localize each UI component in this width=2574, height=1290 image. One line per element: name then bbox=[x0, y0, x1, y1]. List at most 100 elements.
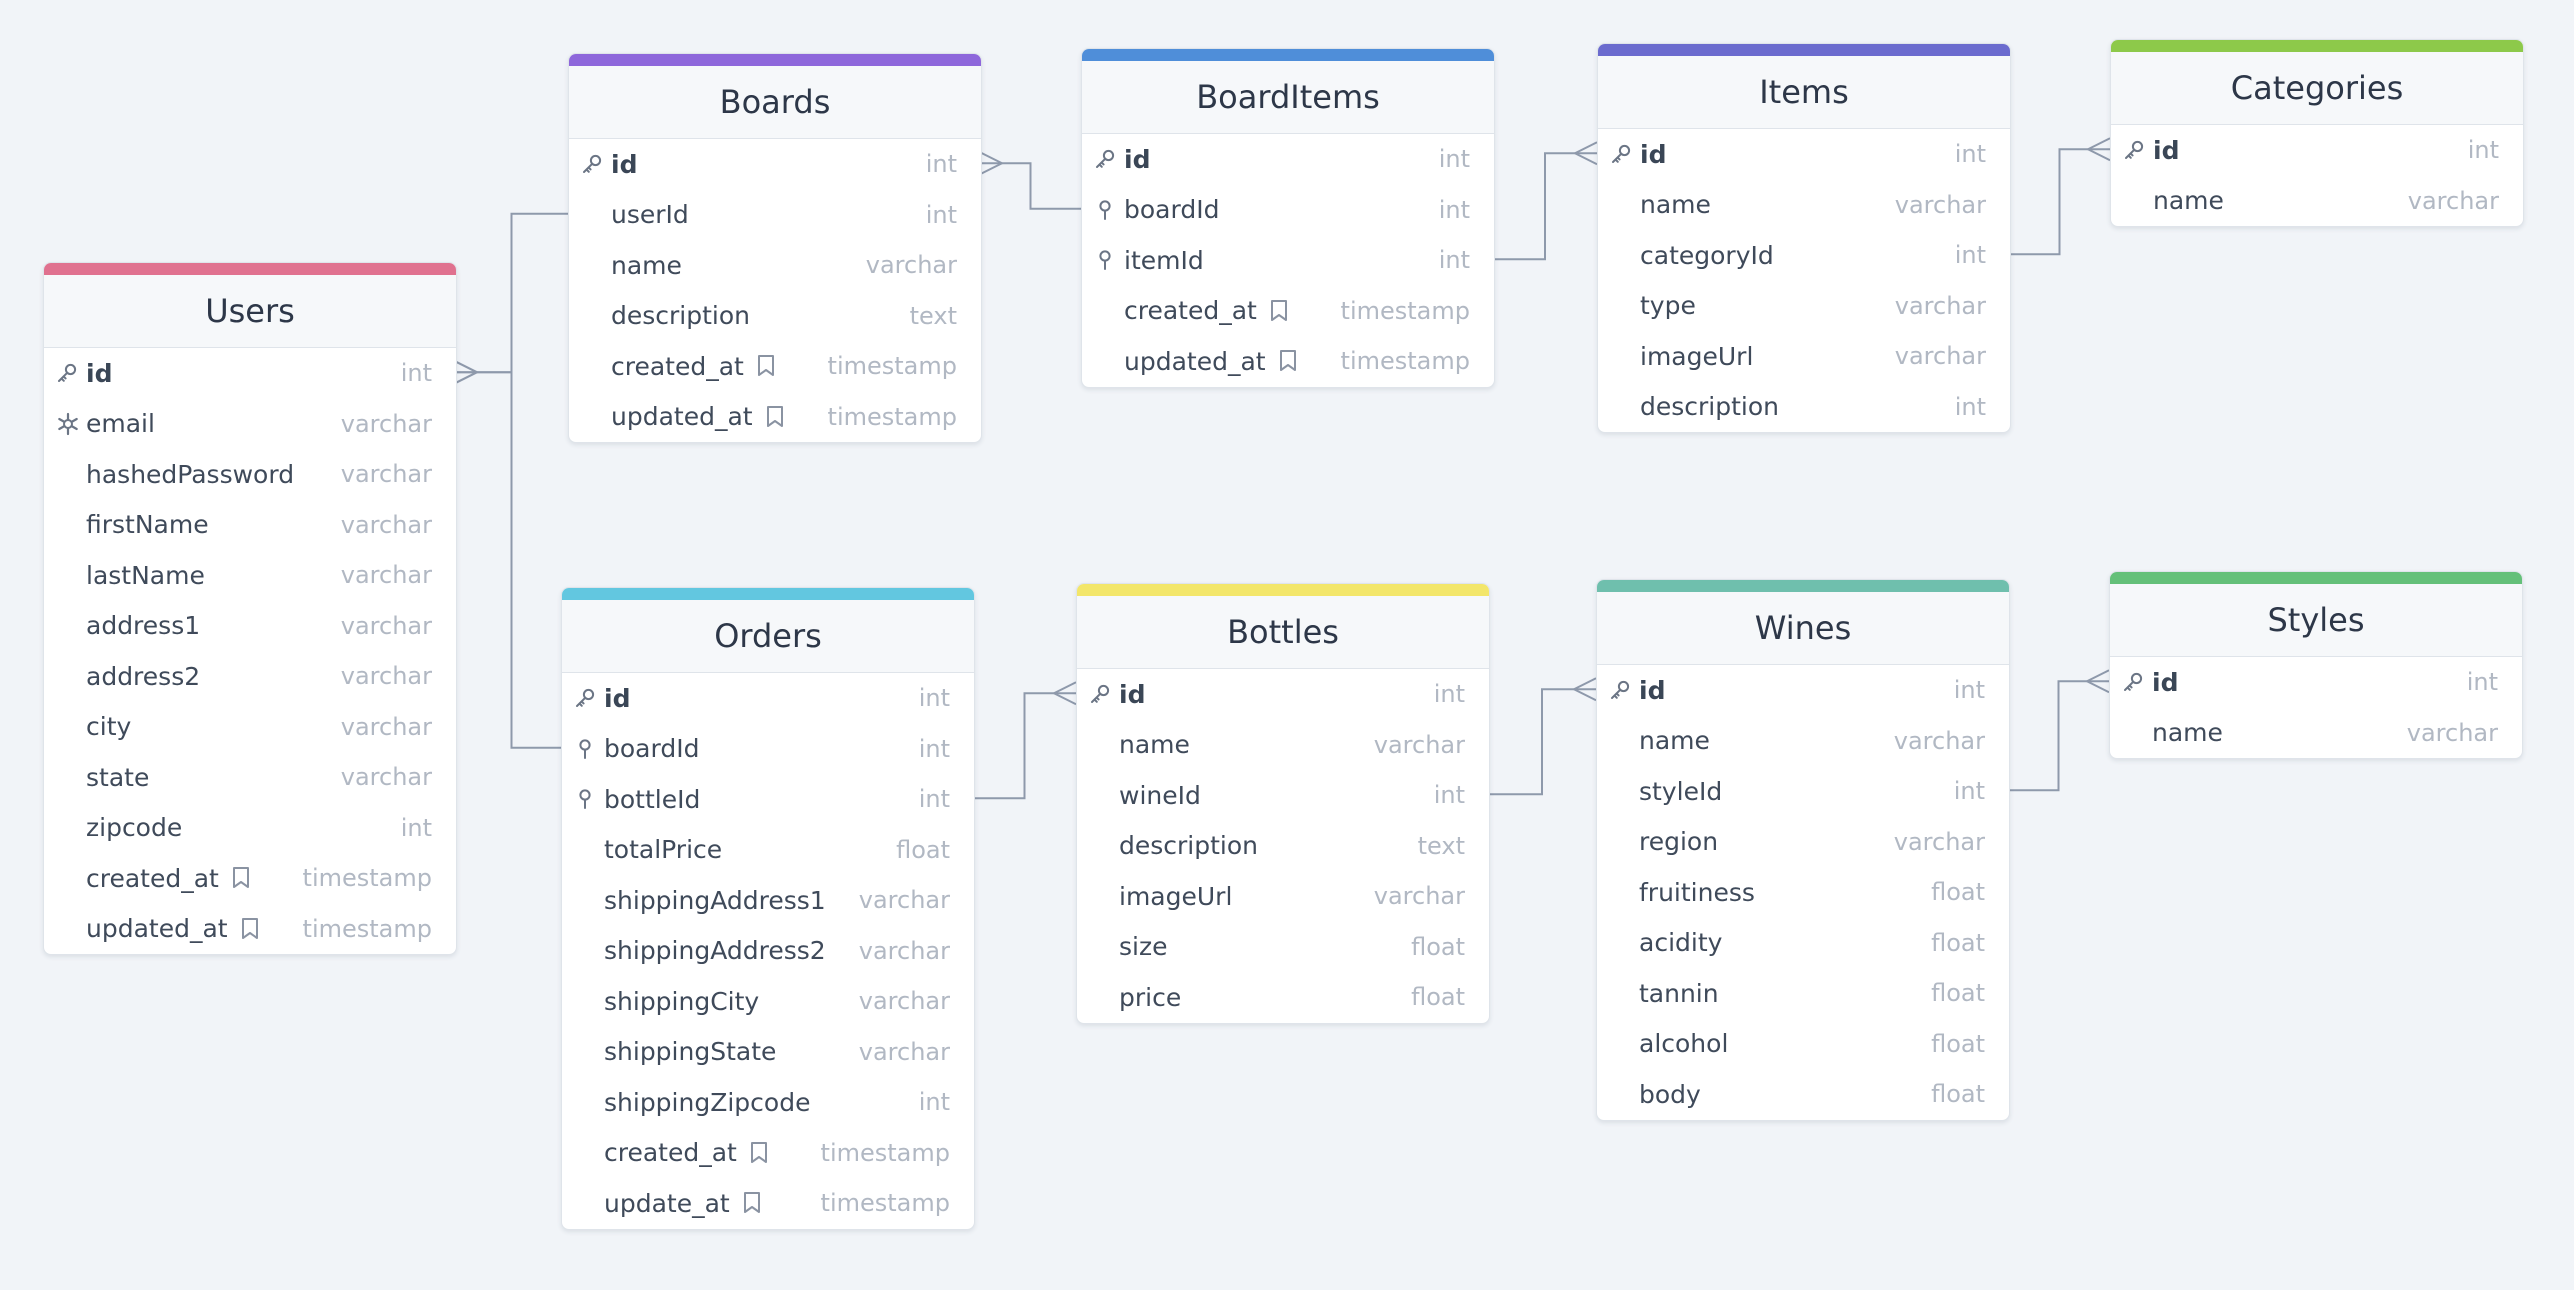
note-icon[interactable] bbox=[1269, 299, 1289, 323]
table-header[interactable]: BoardItems bbox=[1082, 49, 1494, 134]
note-icon[interactable] bbox=[240, 917, 260, 941]
relationship-line[interactable] bbox=[980, 162, 1081, 210]
note-icon[interactable] bbox=[756, 354, 776, 378]
table-header[interactable]: Bottles bbox=[1077, 584, 1489, 669]
table-header[interactable]: Boards bbox=[569, 54, 981, 139]
table-header[interactable]: Styles bbox=[2110, 572, 2522, 657]
note-icon[interactable] bbox=[749, 1141, 769, 1165]
note-icon[interactable] bbox=[742, 1191, 762, 1215]
note-icon[interactable] bbox=[1278, 349, 1298, 373]
table-header[interactable]: Wines bbox=[1597, 580, 2009, 665]
note-icon[interactable] bbox=[231, 866, 251, 890]
relationship-line[interactable] bbox=[455, 212, 568, 374]
field-name-text: id bbox=[611, 149, 638, 179]
table-header[interactable]: Items bbox=[1598, 44, 2010, 129]
relationship-line[interactable] bbox=[2009, 148, 2110, 256]
relationship-line[interactable] bbox=[1493, 152, 1597, 261]
relationship-line[interactable] bbox=[2008, 680, 2109, 792]
field-name: created_at bbox=[604, 1138, 769, 1167]
relationship-line[interactable] bbox=[1488, 688, 1596, 796]
field-name: shippingZipcode bbox=[604, 1088, 810, 1117]
field-name: boardId bbox=[604, 734, 699, 763]
table-header[interactable]: Categories bbox=[2111, 40, 2523, 125]
table-header[interactable]: Users bbox=[44, 263, 456, 348]
relationship-line[interactable] bbox=[455, 371, 561, 749]
unique-icon bbox=[56, 412, 86, 436]
relationship-line[interactable] bbox=[973, 692, 1076, 800]
table-header[interactable]: Orders bbox=[562, 588, 974, 673]
note-icon[interactable] bbox=[765, 405, 785, 429]
